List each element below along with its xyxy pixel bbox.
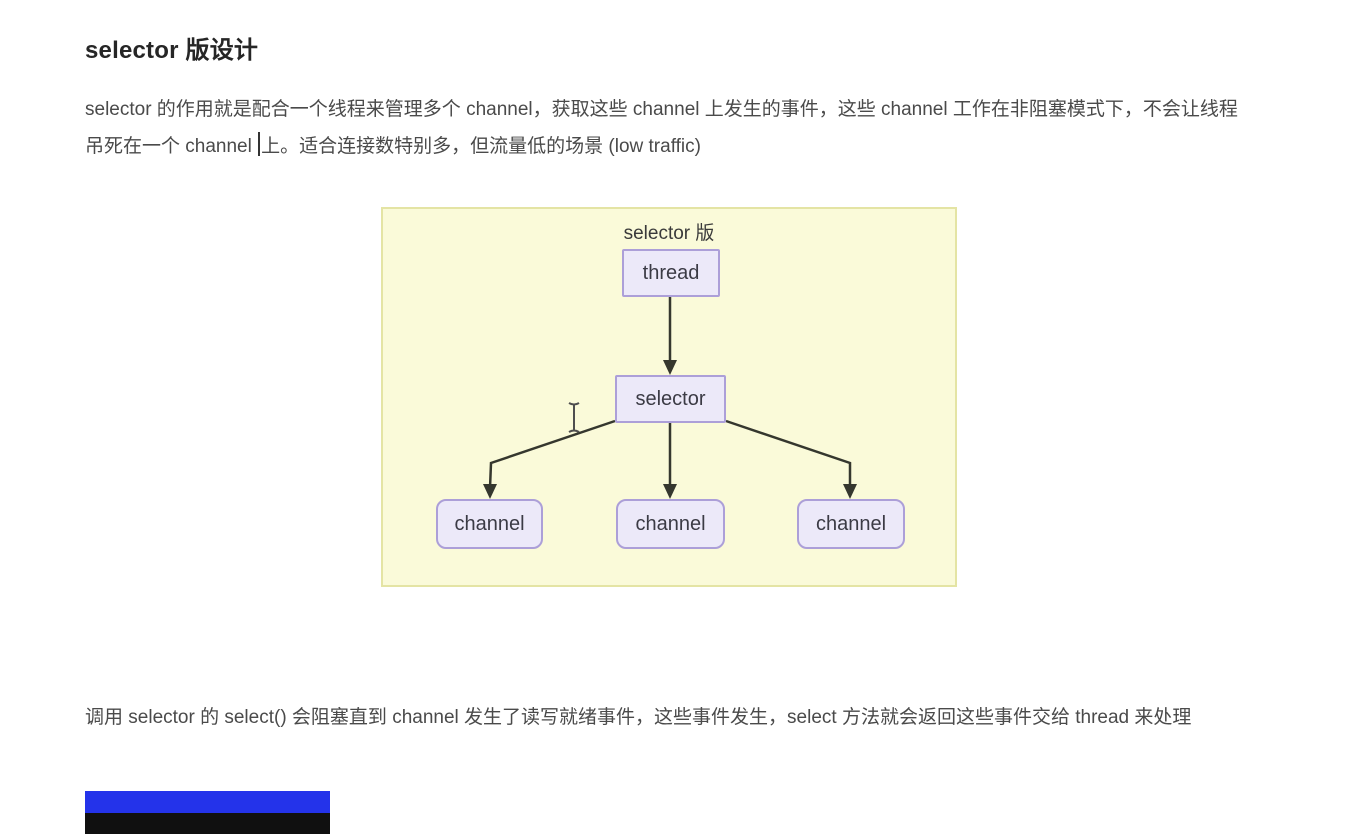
arrow-selector-to-channel3: [725, 419, 857, 499]
diagram-node-channel-1: channel: [436, 499, 543, 549]
diagram-node-channel-3: channel: [797, 499, 905, 549]
paragraph-text-before-caret: selector 的作用就是配合一个线程来管理多个 channel，获取这些 c…: [85, 99, 1238, 157]
paragraph-select-blocking[interactable]: 调用 selector 的 select() 会阻塞直到 channel 发生了…: [85, 707, 1192, 728]
diagram-node-channel-2: channel: [616, 499, 725, 549]
paragraph-text-after-caret: 上。适合连接数特别多，但流量低的场景 (low traffic): [261, 136, 701, 157]
arrow-selector-to-channel2: [663, 423, 677, 499]
diagram-node-selector: selector: [615, 375, 726, 423]
arrow-thread-to-selector: [663, 297, 677, 375]
arrow-selector-to-channel1: [483, 419, 616, 499]
diagram-node-thread: thread: [622, 249, 720, 297]
selector-diagram[interactable]: selector 版: [381, 207, 957, 587]
bottom-blue-bar: [85, 791, 330, 813]
paragraph-selector-purpose[interactable]: selector 的作用就是配合一个线程来管理多个 channel，获取这些 c…: [85, 91, 1250, 165]
page-title: selector 版设计: [85, 37, 259, 64]
i-beam-cursor-icon: [568, 402, 580, 433]
text-caret: [258, 132, 261, 156]
diagram-caption: selector 版: [623, 223, 715, 244]
bottom-black-bar: [85, 813, 330, 834]
